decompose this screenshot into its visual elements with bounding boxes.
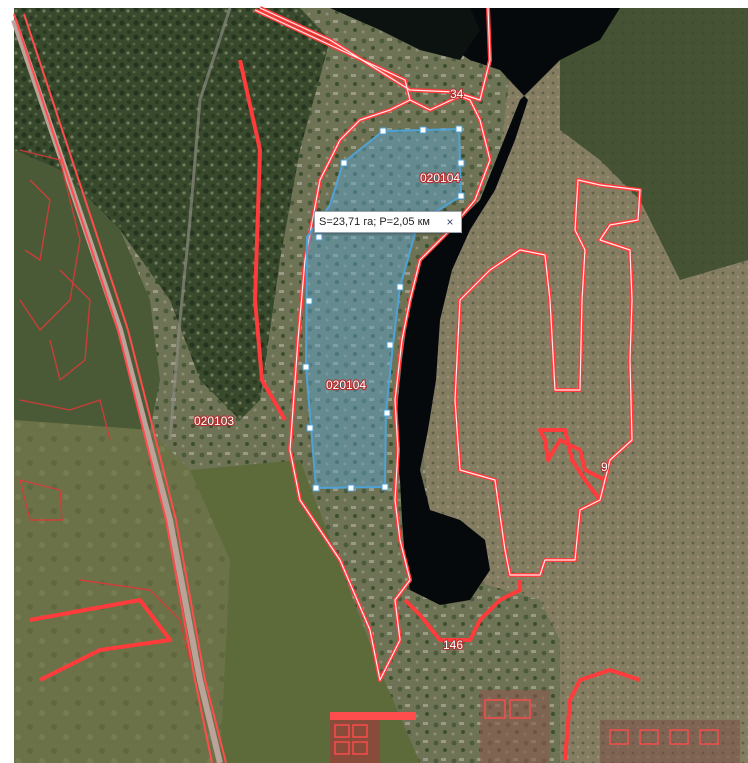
parcel-bottom <box>403 580 522 642</box>
measurement-tooltip: S=23,71 га; P=2,05 км × <box>314 211 462 233</box>
cadastral-west-a <box>19 149 81 331</box>
white-border-top <box>0 0 748 8</box>
parcel-labels: 020104 020104 020103 9 34 146 <box>193 86 609 653</box>
cadastral-west-d <box>19 399 111 441</box>
parcel-label-bottom: 146 <box>443 638 463 652</box>
white-border-left <box>0 0 14 763</box>
water-body-north <box>330 8 480 60</box>
grassland-south-center <box>190 460 420 763</box>
parcel-south-field <box>29 598 172 682</box>
parcel-label-upper: 020104 <box>420 171 460 185</box>
parcel-boundaries <box>19 6 642 761</box>
parcel-label-right: 9 <box>601 460 608 474</box>
highway-border-b <box>23 13 227 763</box>
cadastral-west-e <box>19 479 63 521</box>
parcel-label-top: 34 <box>450 87 464 101</box>
highway-border-a <box>13 13 213 763</box>
grassland-southwest <box>14 420 230 763</box>
parcel-label-left: 020103 <box>194 414 234 428</box>
parcel-east-inner <box>538 428 607 502</box>
forest-area-west-strip <box>14 150 160 440</box>
water-body <box>396 8 620 605</box>
cadastral-west-f <box>79 579 191 661</box>
cadastral-west-b <box>24 179 51 261</box>
close-icon[interactable]: × <box>446 215 454 229</box>
forest-area-northeast-dark <box>560 8 748 280</box>
measurement-text: S=23,71 га; P=2,05 км <box>319 216 430 228</box>
selection-vertex-handles[interactable] <box>302 125 465 492</box>
parcel-southeast <box>563 668 641 761</box>
dirt-road <box>168 7 232 441</box>
settlement-blocks <box>330 690 740 763</box>
parcel-west-forest <box>238 59 287 421</box>
cadastral-west-c <box>49 269 91 381</box>
parcel-label-center: 020104 <box>326 378 366 392</box>
